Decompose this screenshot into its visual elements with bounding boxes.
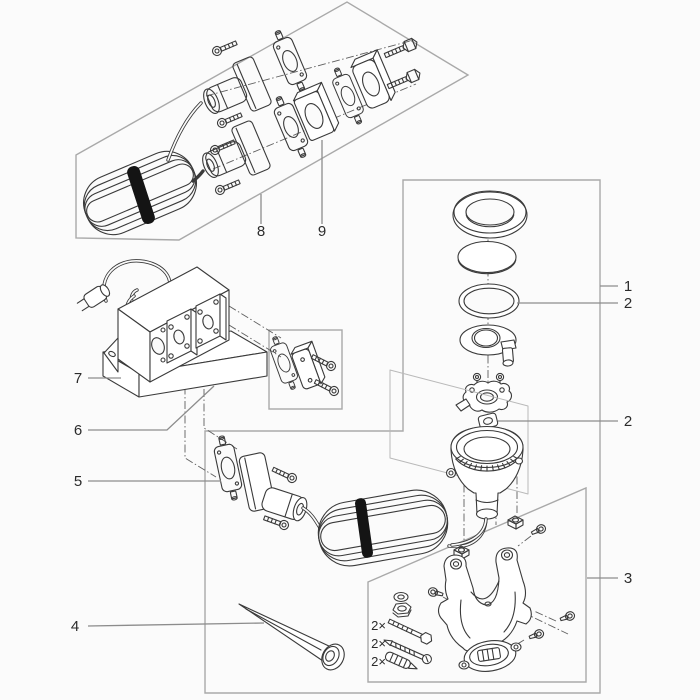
part-5-lamp-cable-connector bbox=[210, 433, 328, 538]
callout-1: 1 bbox=[624, 278, 632, 295]
callout-leaders bbox=[87, 140, 618, 627]
trim-ring bbox=[452, 190, 528, 239]
callout-2-mid: 2 bbox=[624, 413, 632, 430]
clamp-block bbox=[350, 49, 396, 109]
mounting-plane bbox=[389, 369, 529, 495]
wood-screw-2x bbox=[383, 639, 432, 665]
quantity-label-anchor: 2× bbox=[371, 654, 386, 669]
socket-cover-block bbox=[290, 340, 326, 390]
part-4-ground-stake bbox=[238, 603, 345, 671]
reflector-lamp bbox=[459, 324, 517, 367]
base-plate bbox=[458, 640, 522, 672]
cable-tie-8 bbox=[127, 166, 155, 224]
callout-labels: 1 2 2 3 4 5 6 7 8 9 2× 2× 2× bbox=[71, 223, 632, 669]
callout-8: 8 bbox=[257, 223, 265, 240]
leader-4 bbox=[87, 622, 265, 627]
mains-plug bbox=[76, 284, 111, 312]
frame-cable-set-8-9 bbox=[75, 1, 470, 241]
lens-disc bbox=[457, 240, 517, 275]
o-ring bbox=[458, 283, 520, 319]
callout-7: 7 bbox=[74, 370, 82, 387]
part-8-twin-cable-assembly bbox=[83, 26, 423, 236]
transformer-socket-2 bbox=[195, 293, 227, 349]
callout-9: 9 bbox=[318, 223, 326, 240]
hex-screw-2x bbox=[387, 618, 433, 645]
callout-6: 6 bbox=[74, 422, 82, 439]
part-9-junction-block bbox=[292, 81, 340, 141]
lamp-holder bbox=[455, 380, 512, 413]
transformer-socket-1 bbox=[166, 308, 198, 364]
group-frames bbox=[75, 1, 601, 694]
bracket-fork bbox=[437, 547, 532, 656]
callout-4: 4 bbox=[71, 618, 79, 635]
frame-stand-group-3 bbox=[367, 486, 587, 683]
callout-3: 3 bbox=[624, 570, 632, 587]
frame-lamp-group-1 bbox=[204, 179, 601, 694]
quantity-label-hex-screw: 2× bbox=[371, 618, 386, 633]
quantity-label-wood-screw: 2× bbox=[371, 636, 386, 651]
leader-6 bbox=[88, 385, 215, 431]
callout-5: 5 bbox=[74, 473, 82, 490]
screw-icon bbox=[495, 372, 505, 391]
part-6-socket-seal-detail bbox=[266, 333, 341, 398]
part-1-lamp-unit bbox=[389, 190, 529, 547]
wall-anchor-2x bbox=[384, 651, 418, 670]
washer-and-nut bbox=[392, 591, 412, 618]
part-7-transformer bbox=[76, 259, 268, 398]
part-3-stand-group bbox=[383, 515, 577, 672]
connector-body bbox=[261, 487, 308, 522]
lamp-housing bbox=[445, 425, 524, 520]
cable-tie bbox=[355, 498, 373, 558]
callout-2-top: 2 bbox=[624, 295, 632, 312]
lamp-cable-coil bbox=[317, 489, 488, 567]
frame-connector-detail-6 bbox=[268, 329, 343, 410]
